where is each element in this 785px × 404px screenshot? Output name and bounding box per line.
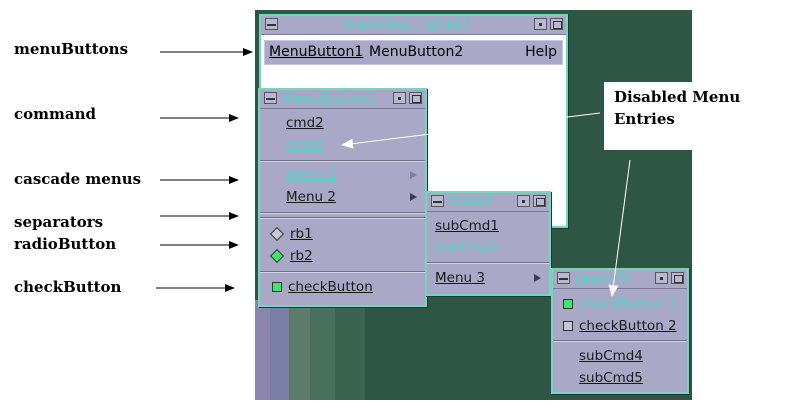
window-title: menuTest - @te67 xyxy=(343,17,472,33)
menubutton1-title: MenuButton1 xyxy=(282,91,377,107)
minimize-icon[interactable] xyxy=(655,272,668,284)
maximize-icon[interactable] xyxy=(671,272,684,284)
maximize-icon[interactable] xyxy=(409,92,422,104)
checkbutton1-item: checkButton 1 xyxy=(553,293,687,315)
tearof-title: tearof xyxy=(449,194,491,210)
window-menu-icon[interactable] xyxy=(431,195,444,207)
window-menu-icon[interactable] xyxy=(557,272,570,284)
subcmd2-item: subCmd2 xyxy=(435,240,499,256)
subcmd5-item[interactable]: subCmd5 xyxy=(579,370,643,386)
menubutton1[interactable]: MenuButton1 xyxy=(269,44,364,60)
label-command: command xyxy=(14,105,96,123)
rb2-radio[interactable]: rb2 xyxy=(260,245,425,267)
menu2-cascade[interactable]: Menu 2 xyxy=(260,186,425,208)
cmd1-item: cmd1 xyxy=(286,137,324,153)
tearoff3-title: tearoff3 xyxy=(575,271,631,287)
separator xyxy=(260,271,425,273)
menubar: MenuButton1 MenuButton2 Help xyxy=(264,40,563,65)
cmd2-item[interactable]: cmd2 xyxy=(286,115,324,131)
help-menubutton[interactable]: Help xyxy=(525,44,557,60)
checkbox-checked-icon xyxy=(272,282,282,292)
subcmd1-item[interactable]: subCmd1 xyxy=(435,218,499,234)
label-checkbutton: checkButton xyxy=(14,278,122,296)
window-menu-icon[interactable] xyxy=(265,18,278,30)
arrow-disabled-cmd1 xyxy=(341,112,601,149)
menubutton2[interactable]: MenuButton2 xyxy=(369,44,464,60)
label-separators: separators xyxy=(14,213,104,231)
tearoff3-titlebar[interactable]: tearoff3 xyxy=(553,270,687,289)
cascade-arrow-icon xyxy=(410,193,417,201)
label-radiobutton: radioButton xyxy=(14,235,117,253)
tearof-titlebar[interactable]: tearof xyxy=(427,193,549,212)
label-menubuttons: menuButtons xyxy=(14,40,129,58)
maximize-icon[interactable] xyxy=(550,18,563,30)
note-box xyxy=(604,82,754,150)
note-disabled-menu-entries: Disabled Menu Entries xyxy=(614,86,740,130)
separator xyxy=(260,217,425,219)
separator xyxy=(427,262,549,264)
menubutton1-titlebar[interactable]: MenuButton1 xyxy=(260,90,425,109)
note-line-2: Entries xyxy=(614,110,675,128)
main-window-titlebar[interactable]: menuTest - @te67 xyxy=(261,16,566,35)
checkbutton-item[interactable]: checkButton xyxy=(260,276,425,298)
tearof-window: tearof subCmd1 subCmd2 Menu 3 xyxy=(425,191,551,296)
note-line-1: Disabled Menu xyxy=(614,88,741,106)
cascade-arrow-icon xyxy=(410,171,417,179)
cascade-arrow-icon xyxy=(534,274,541,282)
checkbutton2-item[interactable]: checkButton 2 xyxy=(553,315,687,337)
subcmd4-item[interactable]: subCmd4 xyxy=(579,348,643,364)
checkbox-checked-icon xyxy=(563,299,573,309)
desktop-pattern xyxy=(255,300,365,400)
checkbox-unchecked-icon xyxy=(563,321,573,331)
window-menu-icon[interactable] xyxy=(264,92,277,104)
minimize-icon[interactable] xyxy=(534,18,547,30)
rb1-radio[interactable]: rb1 xyxy=(260,223,425,245)
tearoff3-window: tearoff3 checkButton 1 checkButton 2 sub… xyxy=(551,268,689,394)
menu1-cascade: Menu 1 xyxy=(260,164,425,186)
separator xyxy=(260,212,425,214)
minimize-icon[interactable] xyxy=(393,92,406,104)
separator xyxy=(553,340,687,342)
maximize-icon[interactable] xyxy=(533,195,546,207)
arrow-disabled-check1 xyxy=(608,159,631,297)
menu3-cascade[interactable]: Menu 3 xyxy=(427,267,549,289)
label-cascade-menus: cascade menus xyxy=(14,170,142,188)
minimize-icon[interactable] xyxy=(517,195,530,207)
separator xyxy=(260,160,425,162)
menubutton1-tearoff: MenuButton1 cmd2 cmd1 Menu 1 Menu 2 rb1 … xyxy=(258,88,427,307)
